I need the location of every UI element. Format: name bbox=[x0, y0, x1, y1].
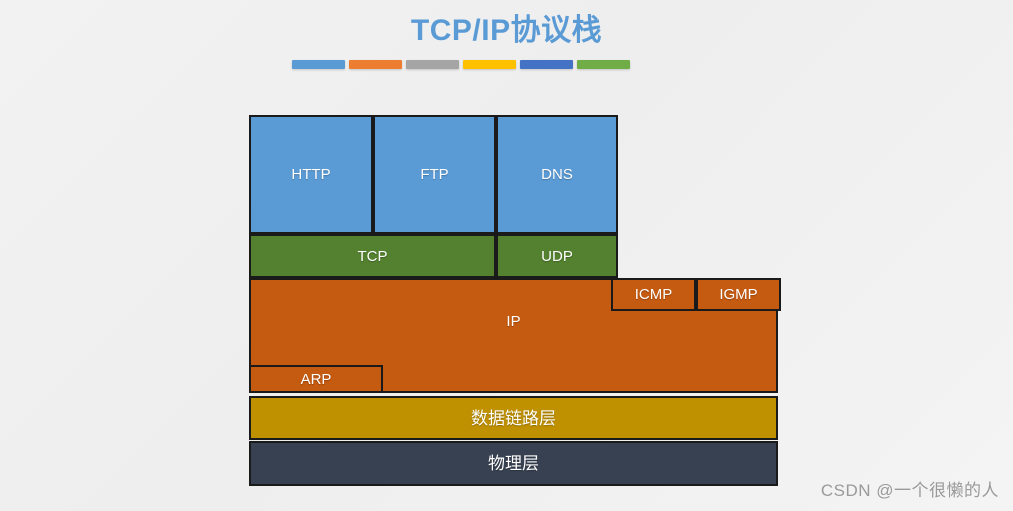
layer-box-icmp: ICMP bbox=[611, 278, 696, 311]
page-title: TCP/IP协议栈 bbox=[410, 14, 603, 47]
tcp-ip-stack-diagram: HTTP FTP DNS TCP UDP IP ICMP IGMP ARP 数据… bbox=[249, 115, 781, 487]
layer-box-http: HTTP bbox=[249, 115, 373, 234]
layer-box-physical: 物理层 bbox=[249, 441, 778, 486]
accent-bar-gray bbox=[406, 60, 459, 69]
accent-bar-orange bbox=[349, 60, 402, 69]
title-block: TCP/IP协议栈 bbox=[0, 12, 1013, 50]
layer-box-igmp: IGMP bbox=[696, 278, 781, 311]
layer-box-data-link: 数据链路层 bbox=[249, 396, 778, 440]
layer-box-tcp: TCP bbox=[249, 234, 496, 278]
layer-box-dns: DNS bbox=[496, 115, 618, 234]
layer-box-arp: ARP bbox=[249, 365, 383, 393]
csdn-watermark: CSDN @一个很懒的人 bbox=[820, 481, 999, 500]
accent-bar-gold bbox=[463, 60, 516, 69]
layer-box-ftp: FTP bbox=[373, 115, 496, 234]
layer-box-udp: UDP bbox=[496, 234, 618, 278]
accent-bar-blue bbox=[292, 60, 345, 69]
accent-bar-dark-blue bbox=[520, 60, 573, 69]
accent-bar-green bbox=[577, 60, 630, 69]
accent-bar-group bbox=[292, 60, 630, 71]
